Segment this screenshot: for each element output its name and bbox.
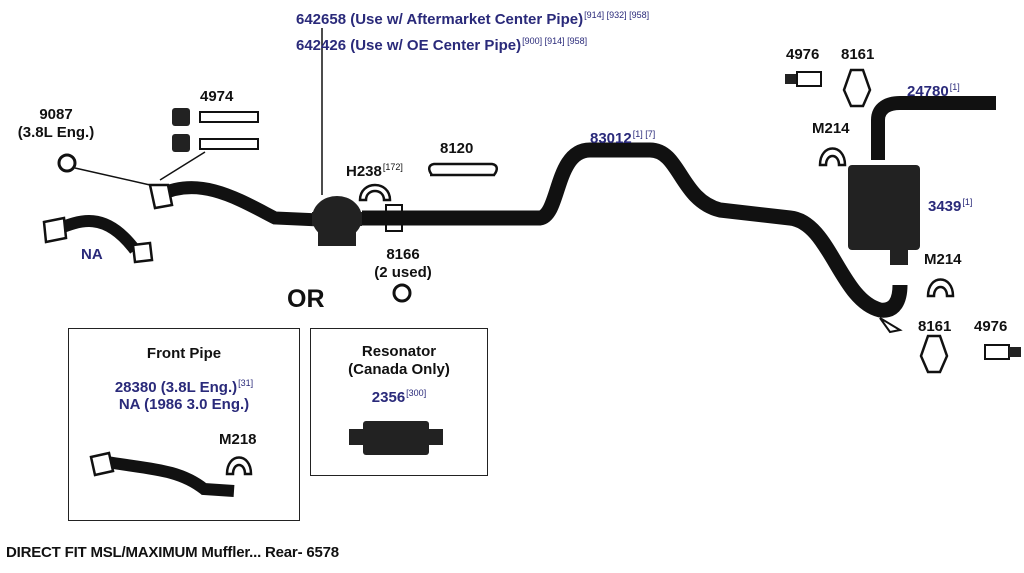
bolt-4976-bottom-icon [984,344,1021,360]
strap-8120-icon [428,162,498,177]
part-642658-label: 642658 (Use w/ Aftermarket Center Pipe)[… [296,10,650,28]
part-4976-bottom-label: 4976 [974,318,1008,335]
insulator-8161-bottom-icon [919,334,949,374]
clamp-m214-bottom-icon [926,278,955,298]
part-8161-top-label: 8161 [841,46,875,63]
tailpipe-24780 [871,96,996,160]
part-na-label: NA [81,246,103,263]
part-642426-label: 642426 (Use w/ OE Center Pipe)[900] [914… [296,36,588,54]
na-flange-left-icon [42,216,68,244]
clamp-h238-icon [358,183,392,202]
resonator-box: Resonator (Canada Only) 2356[300] [310,328,488,476]
part-8120-label: 8120 [440,140,474,157]
na-flange-right-icon [131,241,154,264]
part-8166-label: 8166(2 used) [374,246,432,281]
resonator-title: Resonator [361,343,437,360]
front-flange-icon [148,183,174,210]
resonator-subtitle: (Canada Only) [348,361,450,378]
part-9087-label: 9087(3.8L Eng.) [17,106,95,141]
stud-4974-icon [172,108,259,152]
part-83012-label: 83012[1] [7] [590,129,656,147]
part-4976-top-label: 4976 [786,46,820,63]
or-label: OR [287,285,325,313]
clamp-m218-label: M218 [219,431,257,448]
center-pipe-83012 [362,142,908,318]
resonator-drawing [349,421,443,455]
pipe-end [879,317,903,334]
part-24780-label: 24780[1] [907,82,960,100]
leader-4974 [159,151,206,181]
leader-9087 [74,167,151,186]
bolt-4976-top-icon [785,71,822,87]
part-8161-bottom-label: 8161 [918,318,952,335]
front-pipe-title: Front Pipe [146,345,222,362]
resonator-part-label: 2356[300] [371,388,427,406]
clamp-m214-bottom-label: M214 [924,251,962,268]
muffler-outlet [890,245,908,265]
main-exhaust-pipe [153,181,327,227]
catalytic-converter [312,196,362,246]
insulator-8161-top-icon [842,68,872,108]
clamp-m214-top-icon [818,147,847,167]
front-pipe-drawing [89,451,253,497]
front-pipe-line2: NA (1986 3.0 Eng.) [118,396,250,413]
part-3439-label: 3439[1] [928,197,973,215]
muffler-3439 [848,165,920,250]
gasket-9087-icon [57,153,77,173]
part-h238-label: H238[172] [346,162,403,180]
front-pipe-line1: 28380 (3.8L Eng.)[31] [114,378,254,396]
ring-8166-icon [392,283,412,303]
caption: DIRECT FIT MSL/MAXIMUM Muffler... Rear- … [6,544,339,561]
front-pipe-box: Front Pipe 28380 (3.8L Eng.)[31] NA (198… [68,328,300,521]
part-4974-label: 4974 [200,88,234,105]
clamp-m214-top-label: M214 [812,120,850,137]
